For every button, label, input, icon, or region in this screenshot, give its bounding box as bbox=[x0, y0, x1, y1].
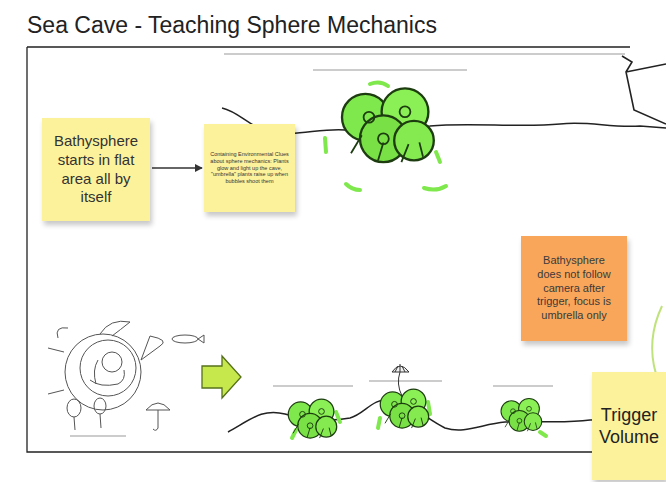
leader-line bbox=[652, 306, 662, 374]
flow-arrow bbox=[202, 356, 241, 398]
diagram-title: Sea Cave - Teaching Sphere Mechanics bbox=[27, 12, 437, 39]
frame bbox=[27, 47, 666, 452]
note-text: Containing Environmental Clues about sph… bbox=[210, 151, 289, 185]
orange-sticky-note: Bathysphere does not follow camera after… bbox=[521, 236, 627, 341]
umbrella-plant bbox=[392, 364, 409, 396]
sticky-note: Containing Environmental Clues about sph… bbox=[204, 124, 295, 212]
bathysphere-sketch bbox=[48, 321, 204, 436]
note-text: Bathysphere does not follow camera after… bbox=[530, 254, 618, 323]
note-text: Bathysphere starts in flat area all by i… bbox=[50, 132, 142, 207]
connector-arrow bbox=[152, 167, 202, 168]
glow-dash bbox=[292, 82, 546, 438]
note-text: Trigger Volume bbox=[598, 404, 660, 449]
sticky-note: Trigger Volume bbox=[592, 372, 666, 480]
sticky-note: Bathysphere starts in flat area all by i… bbox=[42, 118, 150, 221]
rock-outline bbox=[622, 56, 666, 124]
